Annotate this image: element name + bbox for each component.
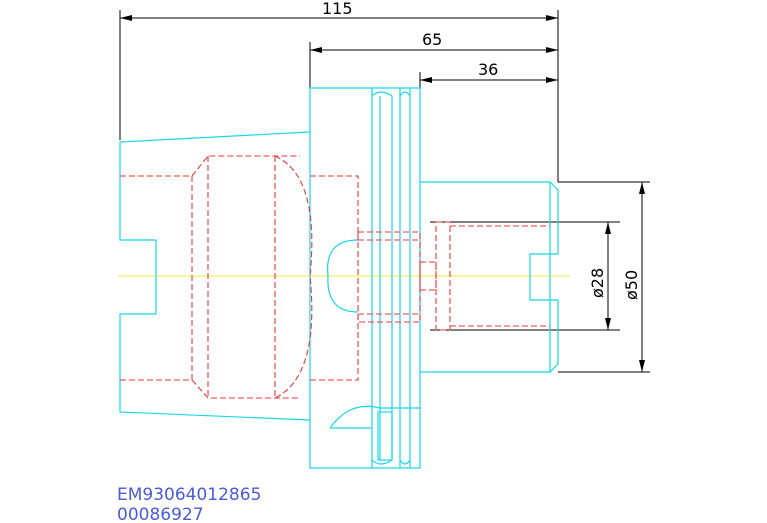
part-number: EM93064012865 bbox=[117, 485, 261, 505]
dim-inner-diameter: ø28 bbox=[588, 268, 607, 298]
dim-outer-diameter: ø50 bbox=[622, 270, 641, 300]
dimension-lines bbox=[119, 10, 650, 373]
part-outline bbox=[119, 87, 559, 469]
dim-flange-length: 65 bbox=[422, 30, 442, 49]
dim-overall-length: 115 bbox=[322, 0, 353, 18]
serial-number: 00086927 bbox=[117, 505, 204, 523]
hidden-lines bbox=[120, 155, 550, 399]
dim-shank-length: 36 bbox=[478, 60, 498, 79]
